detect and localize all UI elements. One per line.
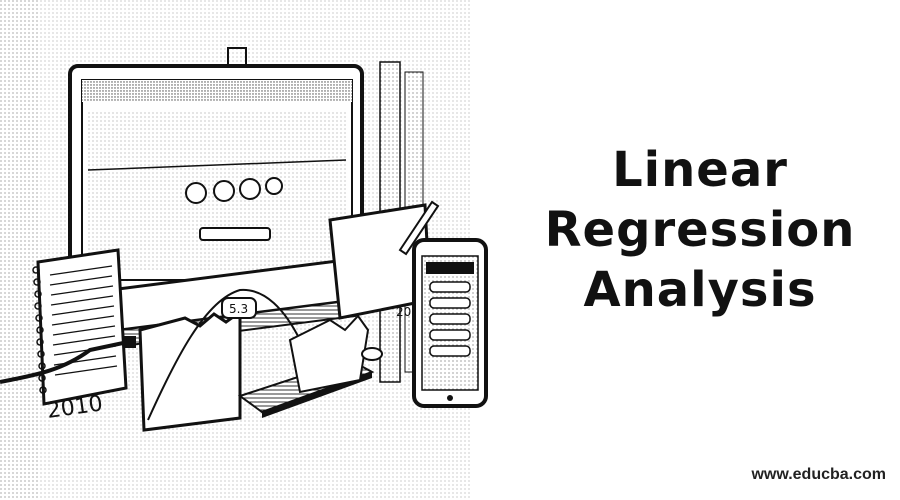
- monitor-icon-4: [265, 177, 283, 195]
- monitor-icon-3: [239, 178, 261, 200]
- title-line-1: Linear: [612, 142, 788, 198]
- chart-bubble-value: 5.3: [229, 302, 248, 316]
- smartphone: [412, 238, 488, 408]
- monitor-icon-1: [185, 182, 207, 204]
- cable: [0, 340, 129, 384]
- monitor-icon-2: [213, 180, 235, 202]
- site-url: www.educba.com: [751, 466, 886, 483]
- mouse: [361, 347, 383, 361]
- title-block: Linear Regression Analysis: [520, 140, 880, 320]
- tagged-paper: 201: [288, 305, 419, 394]
- chart-paper: 5.3: [138, 288, 301, 432]
- monitor: [68, 64, 364, 298]
- title-line-3: Analysis: [583, 262, 817, 318]
- pen: [398, 200, 440, 256]
- cable-plug: [124, 336, 136, 348]
- title-line-2: Regression: [544, 202, 856, 258]
- wall-strip: [0, 0, 40, 500]
